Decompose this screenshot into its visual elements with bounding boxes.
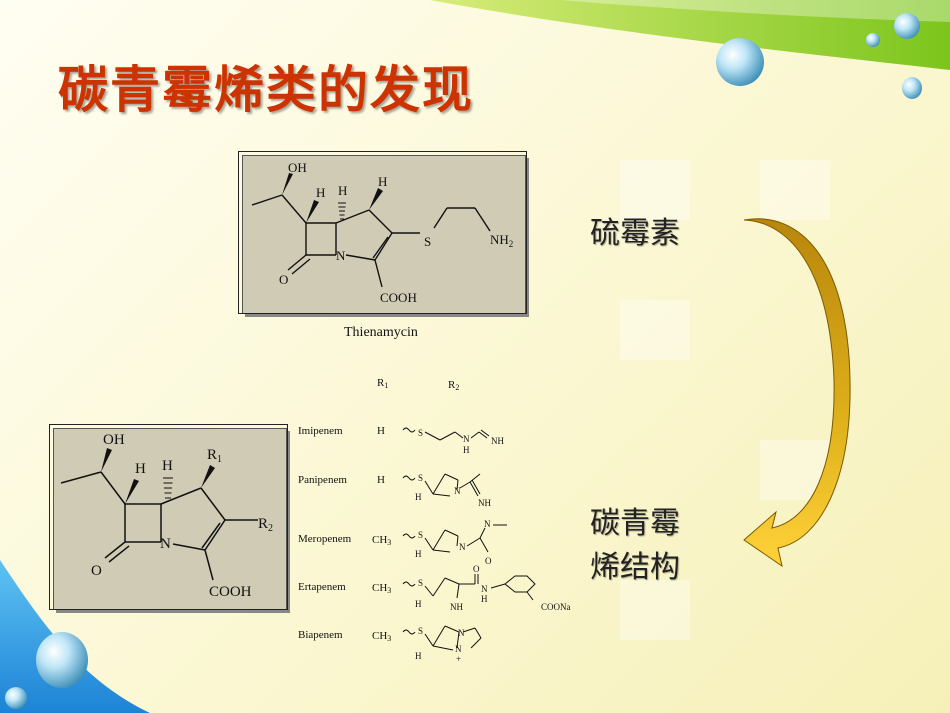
atom-label: S — [418, 530, 423, 540]
table-row-r1: H — [377, 474, 385, 486]
atom-label: N — [454, 486, 461, 496]
atom-label: H — [135, 461, 146, 477]
carbapenem-derivatives-table: R1 R2 Imipenem H Panipenem H Meropenem C… — [298, 377, 571, 664]
carbapenem-label-line1: 碳青霉 — [590, 506, 680, 541]
atom-label: N — [459, 542, 466, 552]
atom-label: S — [418, 473, 423, 483]
carbapenem-label-line2: 烯结构 — [590, 550, 680, 585]
atom-label: H — [338, 183, 347, 198]
table-row-name: Imipenem — [298, 425, 343, 437]
table-row-r1: CH3 — [372, 630, 391, 643]
background-tile — [620, 300, 690, 360]
atom-label: OH — [288, 160, 307, 175]
atom-label: S — [424, 234, 431, 249]
atom-label: H — [415, 549, 422, 559]
background-tile — [620, 580, 690, 640]
table-row-name: Meropenem — [298, 533, 352, 545]
atom-label: COOH — [380, 290, 417, 305]
atom-label: NH — [450, 602, 463, 612]
water-drop-icon — [894, 13, 920, 39]
atom-label: O — [473, 564, 480, 574]
atom-label: H — [378, 174, 387, 189]
atom-label: H — [316, 185, 325, 200]
carbapenem-box-frame — [49, 424, 288, 610]
background-tile — [760, 160, 830, 220]
atom-label: R2 — [258, 516, 273, 534]
water-drop-icon — [716, 38, 764, 86]
thienamycin-label: 硫霉素 — [590, 216, 680, 251]
atom-label: R1 — [207, 447, 222, 465]
atom-label: N — [160, 536, 171, 552]
table-row-r1: CH3 — [372, 582, 391, 595]
table-header-r2: R2 — [448, 379, 459, 392]
atom-label: NH — [478, 498, 491, 508]
atom-label: N — [336, 248, 346, 263]
thienamycin-box-frame — [238, 151, 527, 314]
atom-label: H — [162, 458, 173, 474]
atom-label: O — [279, 272, 288, 287]
water-drop-icon — [866, 33, 880, 47]
table-header-r1: R1 — [377, 377, 388, 390]
atom-label: H — [415, 492, 422, 502]
atom-label: S — [418, 578, 423, 588]
atom-label: S — [418, 626, 423, 636]
atom-label: + — [456, 654, 461, 664]
water-drop-icon — [902, 77, 922, 99]
atom-label: COOH — [209, 584, 252, 600]
atom-label: N — [455, 644, 462, 654]
atom-label: H — [463, 445, 470, 455]
background-tile — [620, 160, 690, 220]
table-row-name: Panipenem — [298, 474, 347, 486]
atom-label: S — [418, 428, 423, 438]
atom-label: COONa — [541, 602, 571, 612]
carbapenem-core-structure: OH H H R1 R2 N O COOH — [60, 432, 273, 600]
thienamycin-caption: Thienamycin — [344, 325, 418, 340]
atom-label: N — [484, 519, 491, 529]
table-row-r1: H — [377, 425, 385, 437]
atom-label: N — [458, 628, 465, 638]
table-row-name: Ertapenem — [298, 581, 346, 593]
atom-label: NH2 — [490, 232, 513, 249]
atom-label: H — [415, 651, 422, 661]
water-drop-icon — [5, 687, 27, 709]
atom-label: NH — [491, 436, 504, 446]
table-row-r1: CH3 — [372, 534, 391, 547]
water-drop-icon — [36, 632, 88, 688]
atom-label: N — [463, 434, 470, 444]
atom-label: O — [485, 556, 492, 566]
page-title: 碳青霉烯类的发现 — [58, 61, 474, 119]
atom-label: O — [91, 563, 102, 579]
atom-label: N — [481, 584, 488, 594]
thienamycin-structure-box — [242, 155, 526, 314]
atom-label: H — [415, 599, 422, 609]
atom-label: OH — [103, 432, 125, 448]
thienamycin-structure: OH H H H S NH2 N O COOH — [251, 160, 513, 305]
atom-label: H — [481, 594, 488, 604]
table-row-name: Biapenem — [298, 629, 343, 641]
carbapenem-structure-box — [53, 428, 287, 610]
curved-arrow-icon — [743, 218, 851, 568]
